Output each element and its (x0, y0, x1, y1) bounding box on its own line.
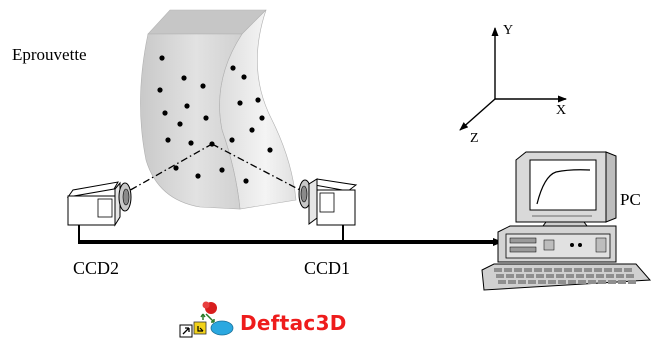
speckle-marker (195, 173, 201, 179)
keyboard-key (506, 274, 514, 278)
specimen-label: Eprouvette (12, 45, 87, 64)
keyboard-key (596, 274, 604, 278)
keyboard-key (548, 280, 556, 284)
pc-computer-icon (481, 151, 652, 291)
keyboard-key (534, 268, 542, 272)
deftac3d-logo-icon (179, 301, 234, 338)
speckle-marker (165, 137, 171, 143)
speckle-marker (159, 55, 165, 61)
keyboard-key (604, 268, 612, 272)
computer-label: PC (620, 190, 641, 209)
speckle-marker (188, 140, 194, 146)
z-axis-label: Z (470, 131, 479, 146)
speckle-marker (249, 127, 255, 133)
keyboard-key (594, 268, 602, 272)
keyboard-key (494, 268, 502, 272)
keyboard-key (556, 274, 564, 278)
speckle-marker (200, 83, 206, 89)
keyboard-key (524, 268, 532, 272)
keyboard-key (624, 268, 632, 272)
keyboard-key (584, 268, 592, 272)
keyboard-key (528, 280, 536, 284)
keyboard-key (536, 274, 544, 278)
keyboard-keys (494, 268, 636, 284)
keyboard-key (526, 274, 534, 278)
ccd-camera-icon (66, 181, 132, 242)
keyboard-key (496, 274, 504, 278)
keyboard-key (608, 280, 616, 284)
specimen-front-face (140, 33, 243, 210)
keyboard-key (516, 274, 524, 278)
keyboard-key (554, 268, 562, 272)
keyboard-key (618, 280, 626, 284)
keyboard-key (626, 274, 634, 278)
speckle-marker (230, 65, 236, 71)
keyboard-key (628, 280, 636, 284)
keyboard-key (586, 274, 594, 278)
keyboard-key (606, 274, 614, 278)
speckle-marker (184, 103, 190, 109)
keyboard-key (574, 268, 582, 272)
keyboard-key (544, 268, 552, 272)
speckle-marker (219, 167, 225, 173)
keyboard-key (514, 268, 522, 272)
speckle-marker (237, 100, 243, 106)
speckle-marker (173, 165, 179, 171)
keyboard-key (616, 274, 624, 278)
speckle-marker (162, 110, 168, 116)
speckle-marker (229, 137, 235, 143)
speckle-marker (243, 178, 249, 184)
specimen-block (140, 9, 297, 210)
camera-ccd1-label: CCD1 (304, 258, 351, 278)
line-of-sight-ccd2 (117, 143, 213, 198)
keyboard-key (614, 268, 622, 272)
keyboard-key (598, 280, 606, 284)
z-axis (459, 98, 496, 131)
keyboard-key (588, 280, 596, 284)
keyboard-key (576, 274, 584, 278)
keyboard-key (546, 274, 554, 278)
keyboard-key (568, 280, 576, 284)
keyboard-key (564, 268, 572, 272)
speckle-marker (157, 87, 163, 93)
speckle-marker (241, 74, 247, 80)
speckle-marker (203, 115, 209, 121)
keyboard-key (518, 280, 526, 284)
speckle-marker (177, 121, 183, 127)
keyboard-key (508, 280, 516, 284)
software-name: Deftac3D (240, 311, 347, 335)
y-axis-label: Y (503, 23, 514, 38)
keyboard-key (504, 268, 512, 272)
speckle-marker (181, 75, 187, 81)
coordinate-axes (459, 27, 567, 131)
speckle-marker (259, 115, 265, 121)
keyboard-key (558, 280, 566, 284)
keyboard-key (578, 280, 586, 284)
camera-ccd2-label: CCD2 (73, 258, 120, 278)
x-axis-label: X (556, 103, 567, 118)
keyboard-key (566, 274, 574, 278)
keyboard-key (538, 280, 546, 284)
keyboard-key (498, 280, 506, 284)
speckle-marker (267, 147, 273, 153)
speckle-markers (157, 55, 273, 184)
speckle-marker (255, 97, 261, 103)
ccd-camera-icon (298, 178, 358, 242)
line-of-sight-ccd1 (211, 143, 301, 191)
